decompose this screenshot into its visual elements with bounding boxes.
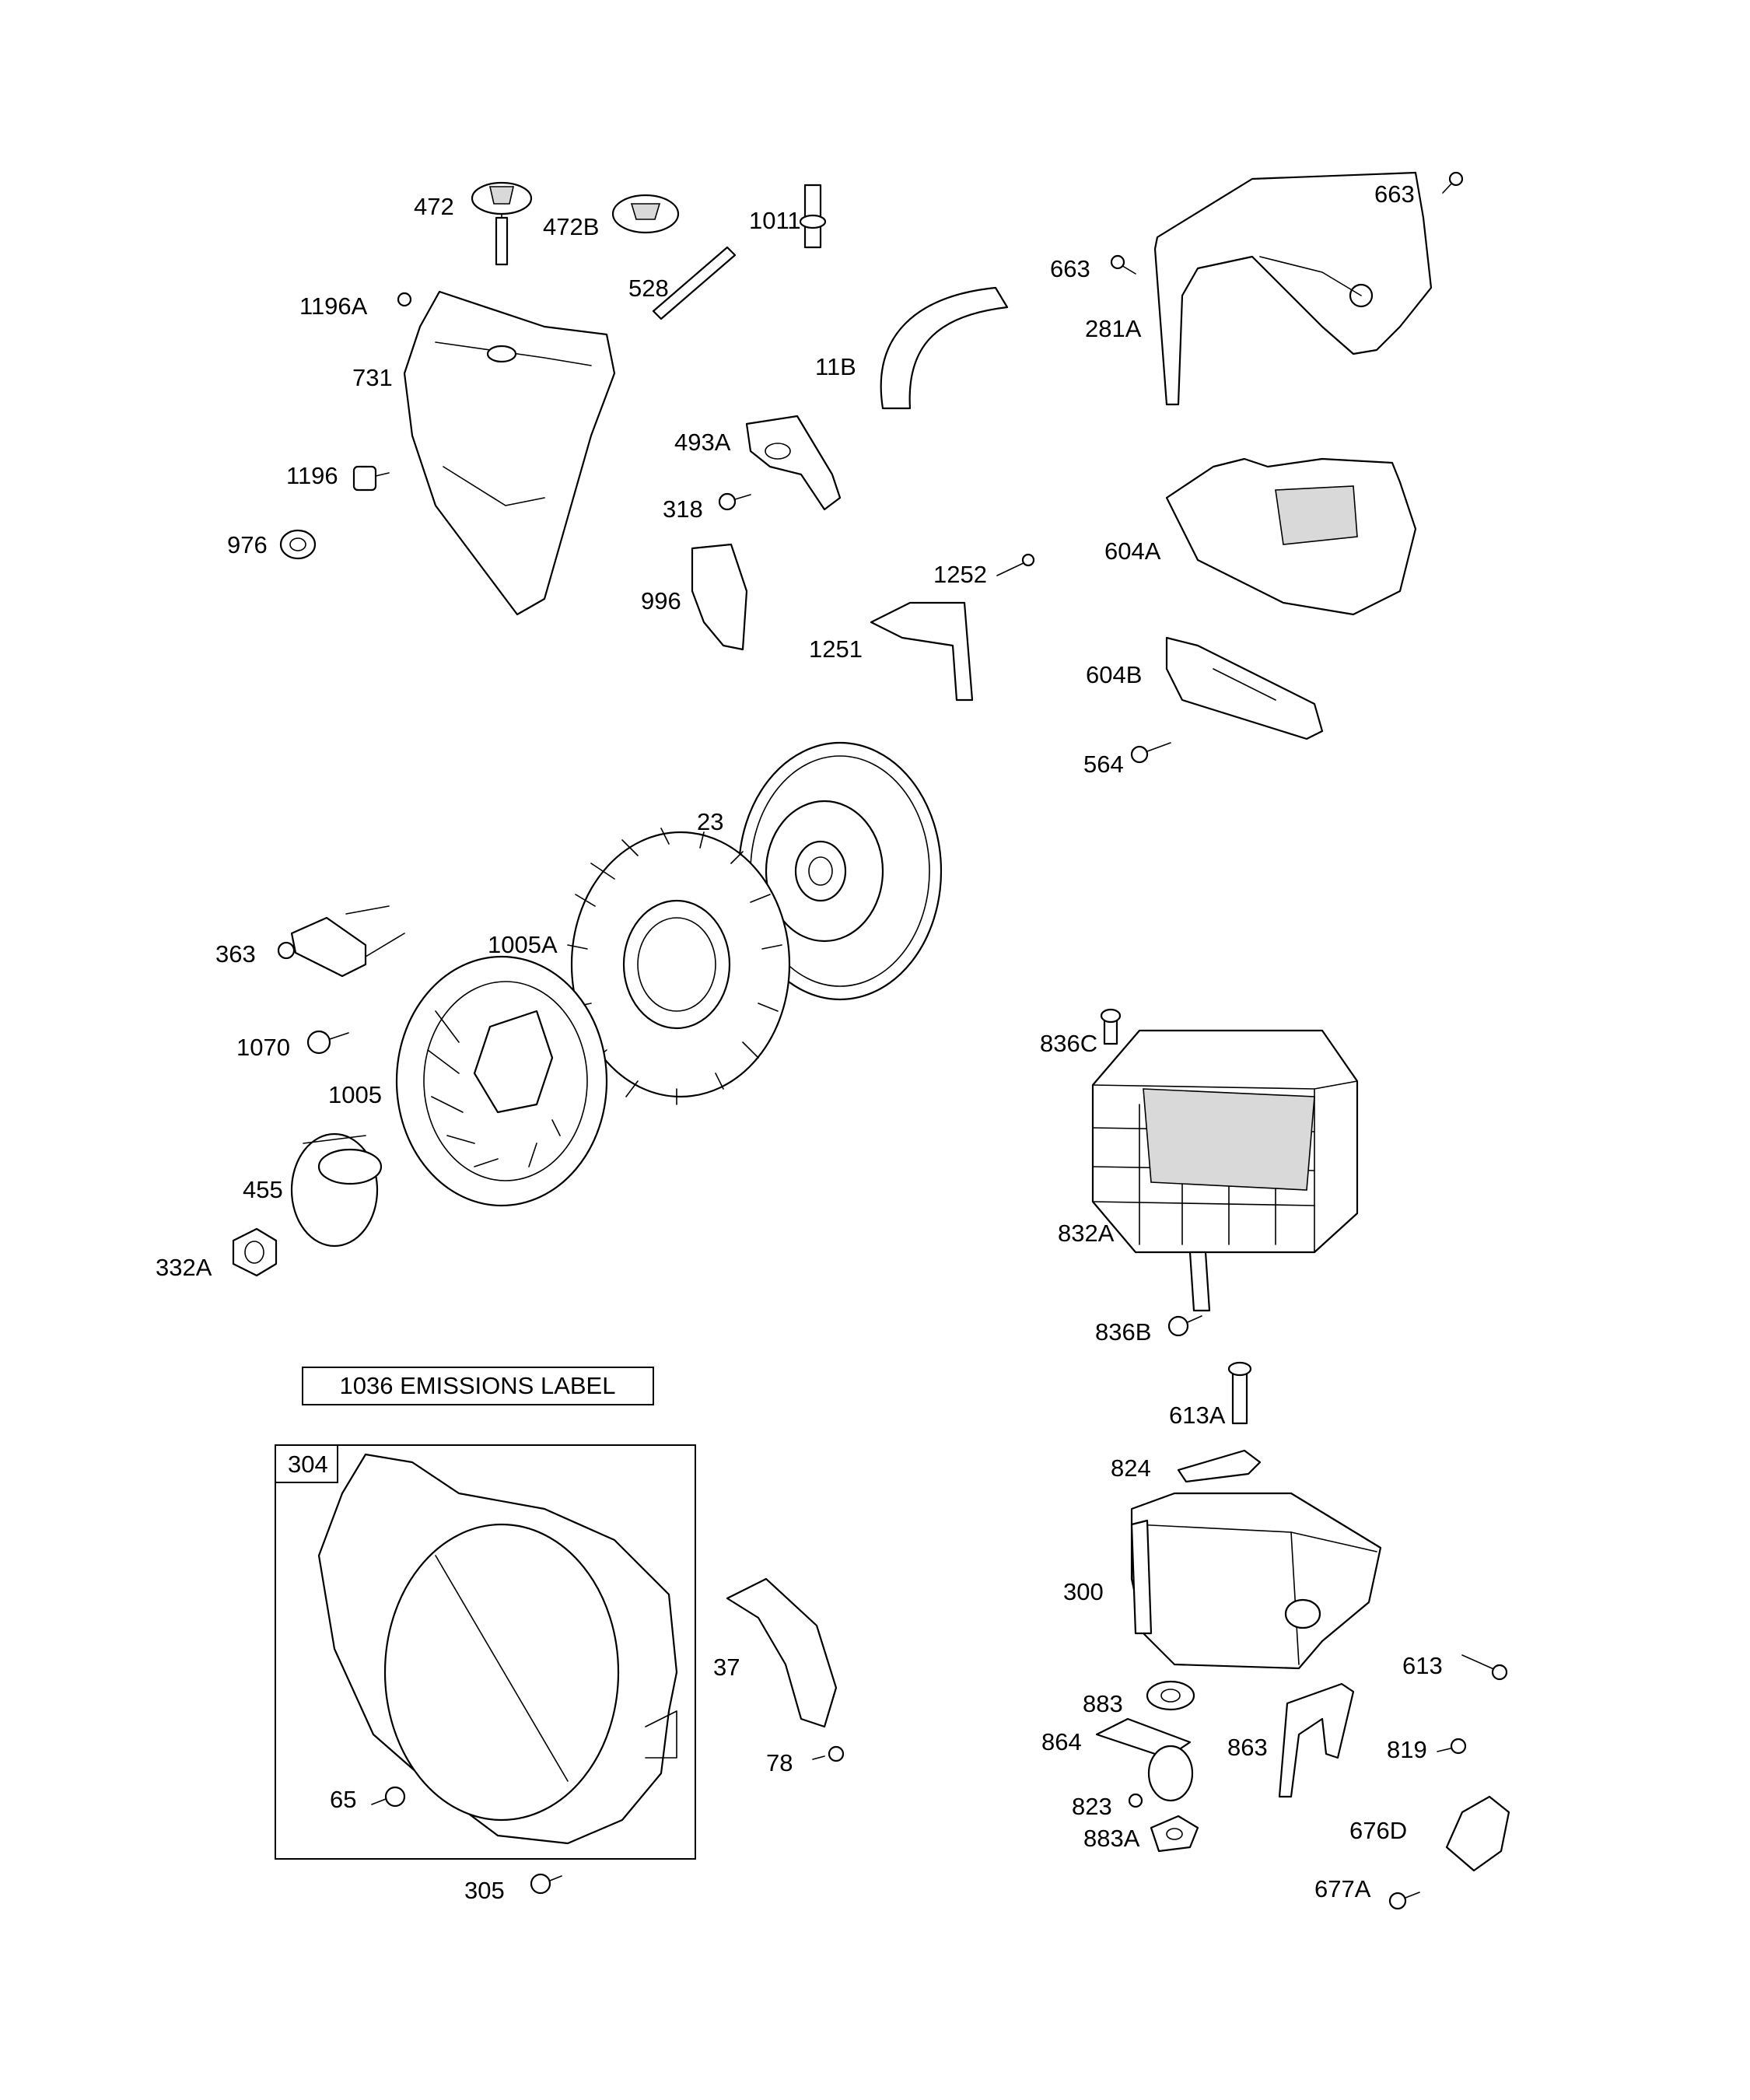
label-1005a: 1005A (488, 931, 558, 958)
muffler-300-part (1130, 1492, 1382, 1670)
screw-823-part (1128, 1793, 1143, 1808)
bolt-613-part (1461, 1654, 1508, 1681)
knob-472-part (471, 181, 533, 266)
emissions-label-text: 1036 EMISSIONS LABEL (340, 1372, 616, 1399)
hose-11b-part (880, 286, 1009, 410)
label-1005: 1005 (328, 1081, 382, 1108)
label-676d: 676D (1349, 1817, 1407, 1844)
label-823: 823 (1072, 1793, 1112, 1820)
screw-663-left-part (1110, 254, 1136, 275)
label-528: 528 (628, 275, 669, 302)
housing-304-tag (275, 1444, 338, 1483)
label-332a: 332A (156, 1254, 212, 1281)
tip-676d-part (1445, 1795, 1510, 1872)
label-455: 455 (243, 1176, 283, 1203)
label-836c: 836C (1040, 1030, 1097, 1057)
label-604a: 604A (1104, 537, 1161, 565)
label-996: 996 (641, 587, 681, 614)
label-23: 23 (697, 808, 723, 835)
label-1070: 1070 (236, 1034, 290, 1061)
label-1196: 1196 (286, 462, 338, 489)
label-304: 304 (288, 1451, 328, 1478)
fitting-1011-part (799, 184, 827, 249)
deflector-864-part (1095, 1717, 1194, 1802)
bracket-493a-part (745, 415, 842, 511)
label-663-top: 663 (1374, 180, 1415, 208)
housing-304-frame (275, 1444, 696, 1860)
flywheel-23-part (737, 741, 943, 1001)
label-677a: 677A (1314, 1875, 1371, 1902)
label-819: 819 (1387, 1736, 1427, 1763)
label-1196a: 1196A (299, 292, 368, 320)
label-78: 78 (766, 1749, 793, 1776)
label-883a: 883A (1083, 1825, 1140, 1852)
label-613a: 613A (1169, 1402, 1226, 1429)
label-613: 613 (1402, 1652, 1443, 1679)
screw-1196a-part (397, 292, 412, 307)
bracket-363-part (277, 905, 405, 978)
screw-836b-part (1167, 1315, 1202, 1337)
grommet-976-part (279, 529, 317, 560)
label-883: 883 (1083, 1690, 1123, 1717)
tube-528-part (652, 246, 737, 320)
label-836b: 836B (1095, 1318, 1151, 1346)
label-281a: 281A (1085, 315, 1142, 342)
label-300: 300 (1063, 1578, 1104, 1605)
housing-304-part (317, 1453, 678, 1845)
gasket-824-part (1177, 1449, 1262, 1483)
bracket-863-part (1278, 1682, 1355, 1798)
blower-1005-part (395, 955, 608, 1207)
screw-1070-part (306, 1030, 349, 1055)
bracket-731-part (403, 290, 616, 616)
screw-305-part (530, 1873, 562, 1895)
emissions-label-box (302, 1367, 654, 1405)
label-863: 863 (1227, 1734, 1268, 1761)
fan-1005a-part (567, 828, 791, 1105)
label-363: 363 (215, 940, 256, 968)
label-976: 976 (227, 531, 268, 558)
label-604b: 604B (1086, 661, 1142, 688)
knob-472b-part (611, 194, 680, 234)
shield-37-part (726, 1577, 838, 1728)
label-37: 37 (713, 1654, 740, 1681)
label-1251: 1251 (809, 635, 863, 663)
screw-1252-part (996, 553, 1035, 576)
gasket-883a-part (1150, 1815, 1199, 1853)
screw-836c-part (1100, 1008, 1122, 1045)
plate-604b-part (1165, 636, 1324, 740)
label-1252: 1252 (933, 561, 987, 588)
label-663-left: 663 (1050, 255, 1090, 282)
bracket-1251-part (870, 601, 974, 702)
screw-318-part (718, 492, 751, 511)
label-832a: 832A (1058, 1220, 1115, 1247)
label-65: 65 (330, 1786, 356, 1813)
screw-663-top-part (1442, 171, 1464, 194)
label-472: 472 (414, 193, 454, 220)
cup-455-part (290, 1132, 383, 1248)
bolt-613a-part (1227, 1361, 1252, 1425)
label-731: 731 (352, 364, 393, 391)
label-11b: 11B (815, 353, 856, 380)
clip-1196-part (352, 465, 390, 492)
screw-819-part (1437, 1738, 1467, 1755)
gasket-883-part (1146, 1680, 1195, 1711)
screw-78-part (812, 1745, 845, 1762)
label-493a: 493A (674, 429, 731, 456)
label-864: 864 (1041, 1728, 1082, 1755)
label-824: 824 (1111, 1454, 1151, 1482)
screw-65-part (371, 1786, 406, 1808)
label-305: 305 (464, 1877, 505, 1904)
screw-564-part (1130, 742, 1171, 764)
plate-996-part (691, 543, 748, 651)
label-318: 318 (663, 495, 703, 523)
guard-832a-part (1091, 1029, 1359, 1312)
label-1011: 1011 (749, 207, 801, 234)
nut-332a-part (232, 1227, 278, 1277)
label-472b: 472B (543, 213, 599, 240)
label-564: 564 (1083, 751, 1124, 778)
screw-677a-part (1388, 1892, 1420, 1910)
shroud-281a-part (1153, 171, 1433, 406)
